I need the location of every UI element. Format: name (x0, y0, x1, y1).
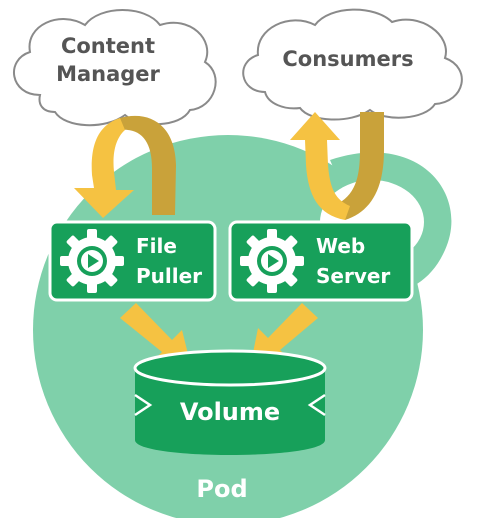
web-server-label-line1: Web (316, 234, 365, 258)
consumers-label: Consumers (282, 47, 413, 71)
file-puller-label-line1: File (136, 234, 177, 258)
file-puller-container: File Puller (48, 220, 217, 302)
volume-label: Volume (180, 398, 280, 426)
content-to-puller-arrow (74, 115, 176, 218)
content-manager-cloud: Content Manager (13, 9, 217, 127)
server-to-consumers-arrow (290, 112, 384, 220)
consumers-cloud: Consumers (242, 8, 463, 121)
file-puller-label-line2: Puller (136, 264, 202, 288)
web-server-container: Web Server (228, 220, 414, 302)
pod-label: Pod (196, 475, 247, 503)
content-manager-label-line2: Manager (56, 62, 160, 86)
content-manager-label-line1: Content (61, 34, 155, 58)
gear-play-icon (60, 229, 124, 293)
gear-play-icon (240, 229, 304, 293)
volume-cylinder: Volume (133, 349, 327, 455)
web-server-label-line2: Server (316, 264, 390, 288)
